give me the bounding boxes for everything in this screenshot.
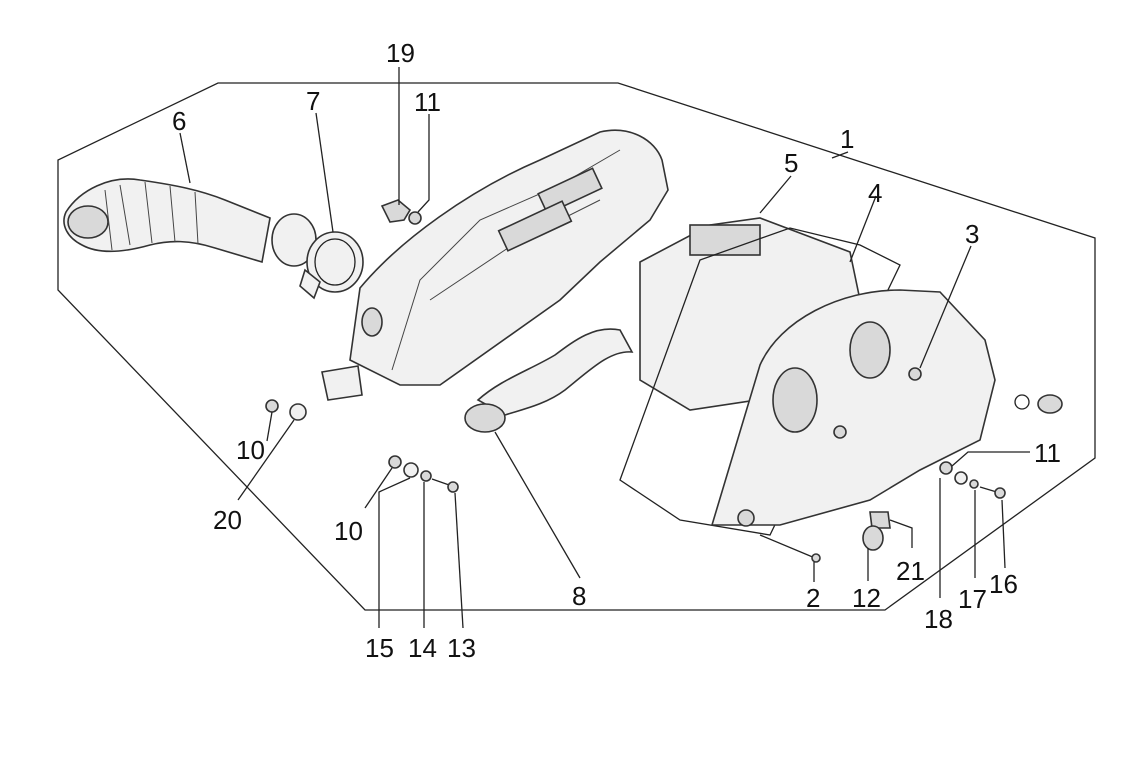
washer-part-15 [403, 462, 419, 478]
callout-11-top: 11 [414, 87, 441, 117]
clamp-part-7 [299, 231, 364, 300]
screw-part-2 [759, 534, 816, 559]
callout-10-center: 10 [334, 516, 363, 546]
callout-18: 18 [924, 604, 953, 634]
washer-part-17 [969, 479, 979, 489]
callout-5: 5 [784, 148, 799, 178]
washer-part-11-top [408, 211, 422, 225]
gasket-part-4 [619, 227, 901, 536]
callout-6: 6 [172, 106, 187, 136]
callout-12: 12 [852, 583, 881, 613]
leader-lines [179, 67, 1030, 629]
breather-hose-part-8 [464, 328, 634, 433]
washer-part-14 [420, 470, 432, 482]
cap-part-12 [862, 525, 884, 551]
bolt-part-10-center [388, 455, 402, 469]
assembly-outline [57, 82, 1096, 611]
callout-14: 14 [408, 633, 437, 663]
screw-head-part-2 [811, 553, 821, 563]
callout-4: 4 [868, 178, 883, 208]
callout-21: 21 [896, 556, 925, 586]
callout-1: 1 [840, 124, 855, 154]
callout-11-right: 11 [1034, 438, 1061, 468]
cover-part-3 [710, 289, 996, 527]
callout-10-left: 10 [236, 435, 265, 465]
washer-part-11-right [954, 471, 968, 485]
callout-3: 3 [965, 219, 980, 249]
callout-7: 7 [306, 86, 321, 116]
small-clamp [1014, 394, 1030, 410]
bolt-part-10-left [265, 399, 279, 413]
clip-part-19 [380, 199, 412, 223]
callout-8: 8 [572, 581, 587, 611]
callout-2: 2 [806, 583, 821, 613]
screw-head-part-16 [994, 487, 1006, 499]
nut-part-20 [289, 403, 307, 421]
screw-head-part-13 [447, 481, 459, 493]
callout-20: 20 [213, 505, 242, 535]
air-box-housing [321, 129, 669, 401]
callout-15: 15 [365, 633, 394, 663]
rubber-cap [1037, 394, 1063, 414]
drain-plug-part-21 [869, 511, 891, 529]
washer-part-18 [939, 461, 953, 475]
intake-hose-part-6 [63, 178, 317, 267]
callout-17: 17 [958, 584, 987, 614]
callout-19: 19 [386, 38, 415, 68]
callout-13: 13 [447, 633, 476, 663]
callout-16: 16 [989, 569, 1018, 599]
